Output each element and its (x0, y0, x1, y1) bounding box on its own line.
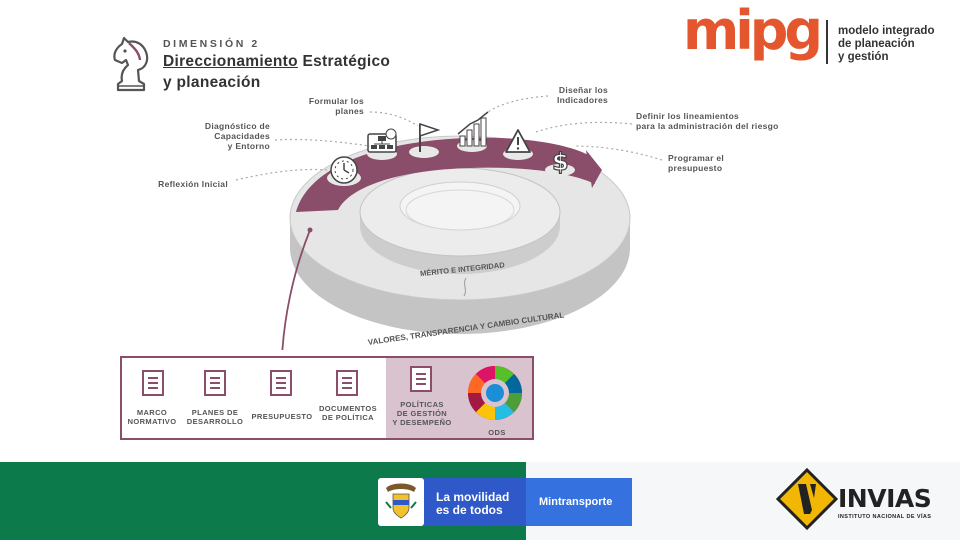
step-label-diagnostico: Diagnóstico de Capacidades y Entorno (170, 121, 270, 151)
panel-item-line: NORMATIVO (124, 417, 180, 426)
panel-item-line: PRESUPUESTO (250, 412, 314, 421)
panel-item-line: Y DESEMPEÑO (388, 418, 456, 427)
document-icon (336, 370, 358, 396)
panel-item-presupuesto: PRESUPUESTO (250, 412, 314, 421)
panel-item-line: DE POLÍTICA (318, 413, 378, 422)
document-icon (142, 370, 164, 396)
panel-item-line: DOCUMENTOS (318, 404, 378, 413)
step-label-line: para la administración del riesgo (636, 121, 779, 131)
gov-slogan-line: es de todos (436, 504, 509, 517)
ministry-name: Mintransporte (539, 496, 612, 508)
step-label-line: y Entorno (170, 141, 270, 151)
invias-wordmark: INVIAS (838, 484, 931, 513)
step-label-line: presupuesto (668, 163, 724, 173)
panel-item-politicas: POLÍTICAS DE GESTIÓN Y DESEMPEÑO (388, 400, 456, 427)
step-label-formular: Formular los planes (290, 96, 364, 116)
panel-item-documentos: DOCUMENTOS DE POLÍTICA (318, 404, 378, 422)
panel-item-line: PLANES DE (184, 408, 246, 417)
panel-item-line: MARCO (124, 408, 180, 417)
inputs-panel: MARCO NORMATIVO PLANES DE DESARROLLO PRE… (120, 356, 534, 440)
panel-item-line: POLÍTICAS (388, 400, 456, 409)
step-label-line: Programar el (668, 153, 724, 163)
document-icon (270, 370, 292, 396)
panel-item-marco: MARCO NORMATIVO (124, 408, 180, 426)
step-label-line: Diagnóstico de (170, 121, 270, 131)
panel-item-planes: PLANES DE DESARROLLO (184, 408, 246, 426)
document-icon (410, 366, 432, 392)
invias-logo-icon (776, 468, 838, 530)
invias-subtitle: INSTITUTO NACIONAL DE VÍAS (838, 514, 931, 520)
ods-wheel-icon (462, 362, 528, 424)
panel-item-line: DE GESTIÓN (388, 409, 456, 418)
step-label-line: Formular los (290, 96, 364, 106)
step-label-reflexion: Reflexión Inicial (140, 179, 228, 189)
colombia-coat-of-arms-icon (378, 478, 424, 526)
step-label-disenar: Diseñar los Indicadores (530, 85, 608, 105)
step-label-line: Reflexión Inicial (140, 179, 228, 189)
step-label-definir: Definir los lineamientos para la adminis… (636, 111, 779, 131)
step-label-line: Indicadores (530, 95, 608, 105)
panel-item-line: DESARROLLO (184, 417, 246, 426)
step-label-line: Diseñar los (530, 85, 608, 95)
step-label-programar: Programar el presupuesto (668, 153, 724, 173)
step-label-line: Definir los lineamientos (636, 111, 779, 121)
document-icon (204, 370, 226, 396)
step-label-line: Capacidades (170, 131, 270, 141)
gov-slogan: La movilidad es de todos (436, 491, 509, 517)
step-label-line: planes (290, 106, 364, 116)
ods-label: ODS (482, 428, 512, 437)
